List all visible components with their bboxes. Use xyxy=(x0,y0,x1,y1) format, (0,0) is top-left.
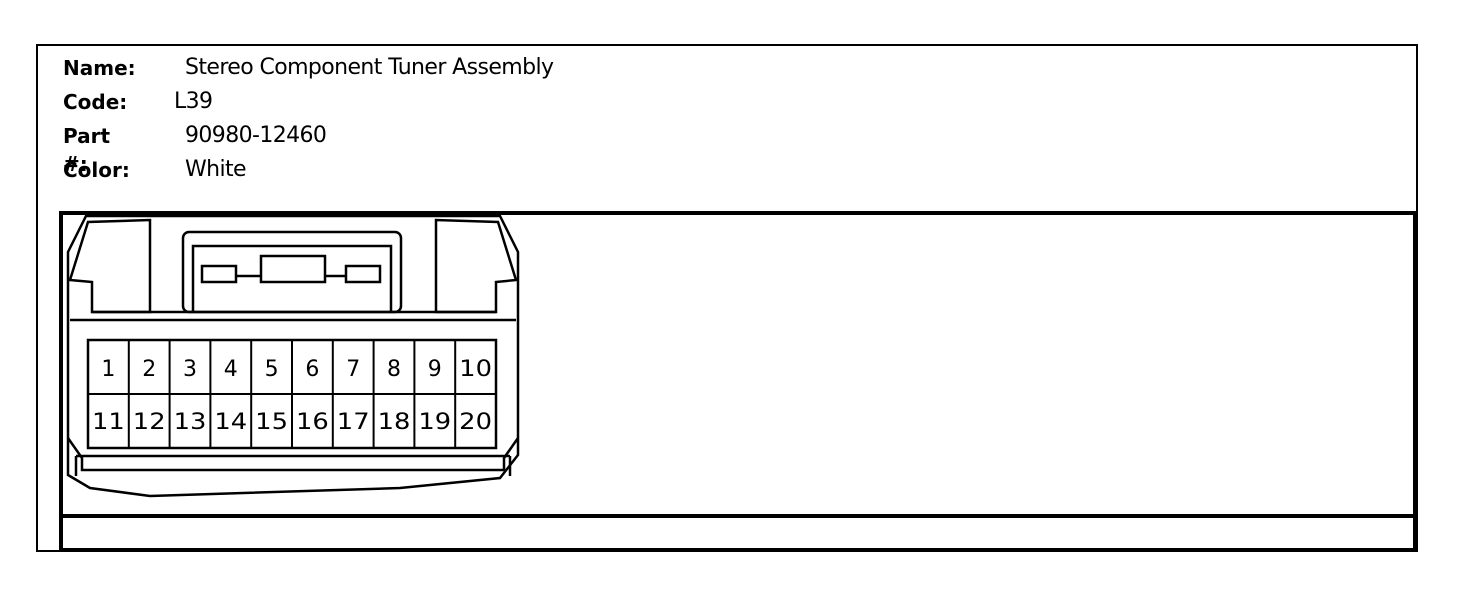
pin-15: 15 xyxy=(255,410,288,435)
pin-grid: 1 2 3 4 5 6 7 8 9 10 11 12 13 14 15 16 1… xyxy=(86,338,498,450)
pin-4: 4 xyxy=(224,357,238,382)
part-value: 90980-12460 xyxy=(185,123,327,148)
pin-8: 8 xyxy=(387,357,401,382)
color-value: White xyxy=(185,157,247,182)
pin-10: 10 xyxy=(459,357,492,382)
pin-13: 13 xyxy=(174,410,207,435)
pin-18: 18 xyxy=(378,410,411,435)
pin-16: 16 xyxy=(296,410,329,435)
pin-6: 6 xyxy=(305,357,319,382)
pin-1: 1 xyxy=(101,357,115,382)
code-value: L39 xyxy=(174,89,213,114)
connector-housing xyxy=(66,214,520,498)
pin-20: 20 xyxy=(459,410,492,435)
diagram-frame xyxy=(59,211,1417,552)
pin-2: 2 xyxy=(142,357,156,382)
color-label: Color: xyxy=(63,158,130,182)
pin-9: 9 xyxy=(428,357,442,382)
pin-grid-dividers xyxy=(127,340,457,448)
pin-3: 3 xyxy=(183,357,197,382)
name-value: Stereo Component Tuner Assembly xyxy=(185,55,554,80)
pin-7: 7 xyxy=(346,357,360,382)
name-label: Name: xyxy=(63,56,136,80)
pin-11: 11 xyxy=(92,410,125,435)
connector-sheet: Name: Stereo Component Tuner Assembly Co… xyxy=(36,44,1418,552)
pin-12: 12 xyxy=(133,410,166,435)
code-label: Code: xyxy=(63,90,128,114)
pin-5: 5 xyxy=(265,357,279,382)
pin-14: 14 xyxy=(214,410,247,435)
pin-17: 17 xyxy=(337,410,370,435)
pin-19: 19 xyxy=(418,410,451,435)
part-label: Part #: xyxy=(63,124,111,176)
